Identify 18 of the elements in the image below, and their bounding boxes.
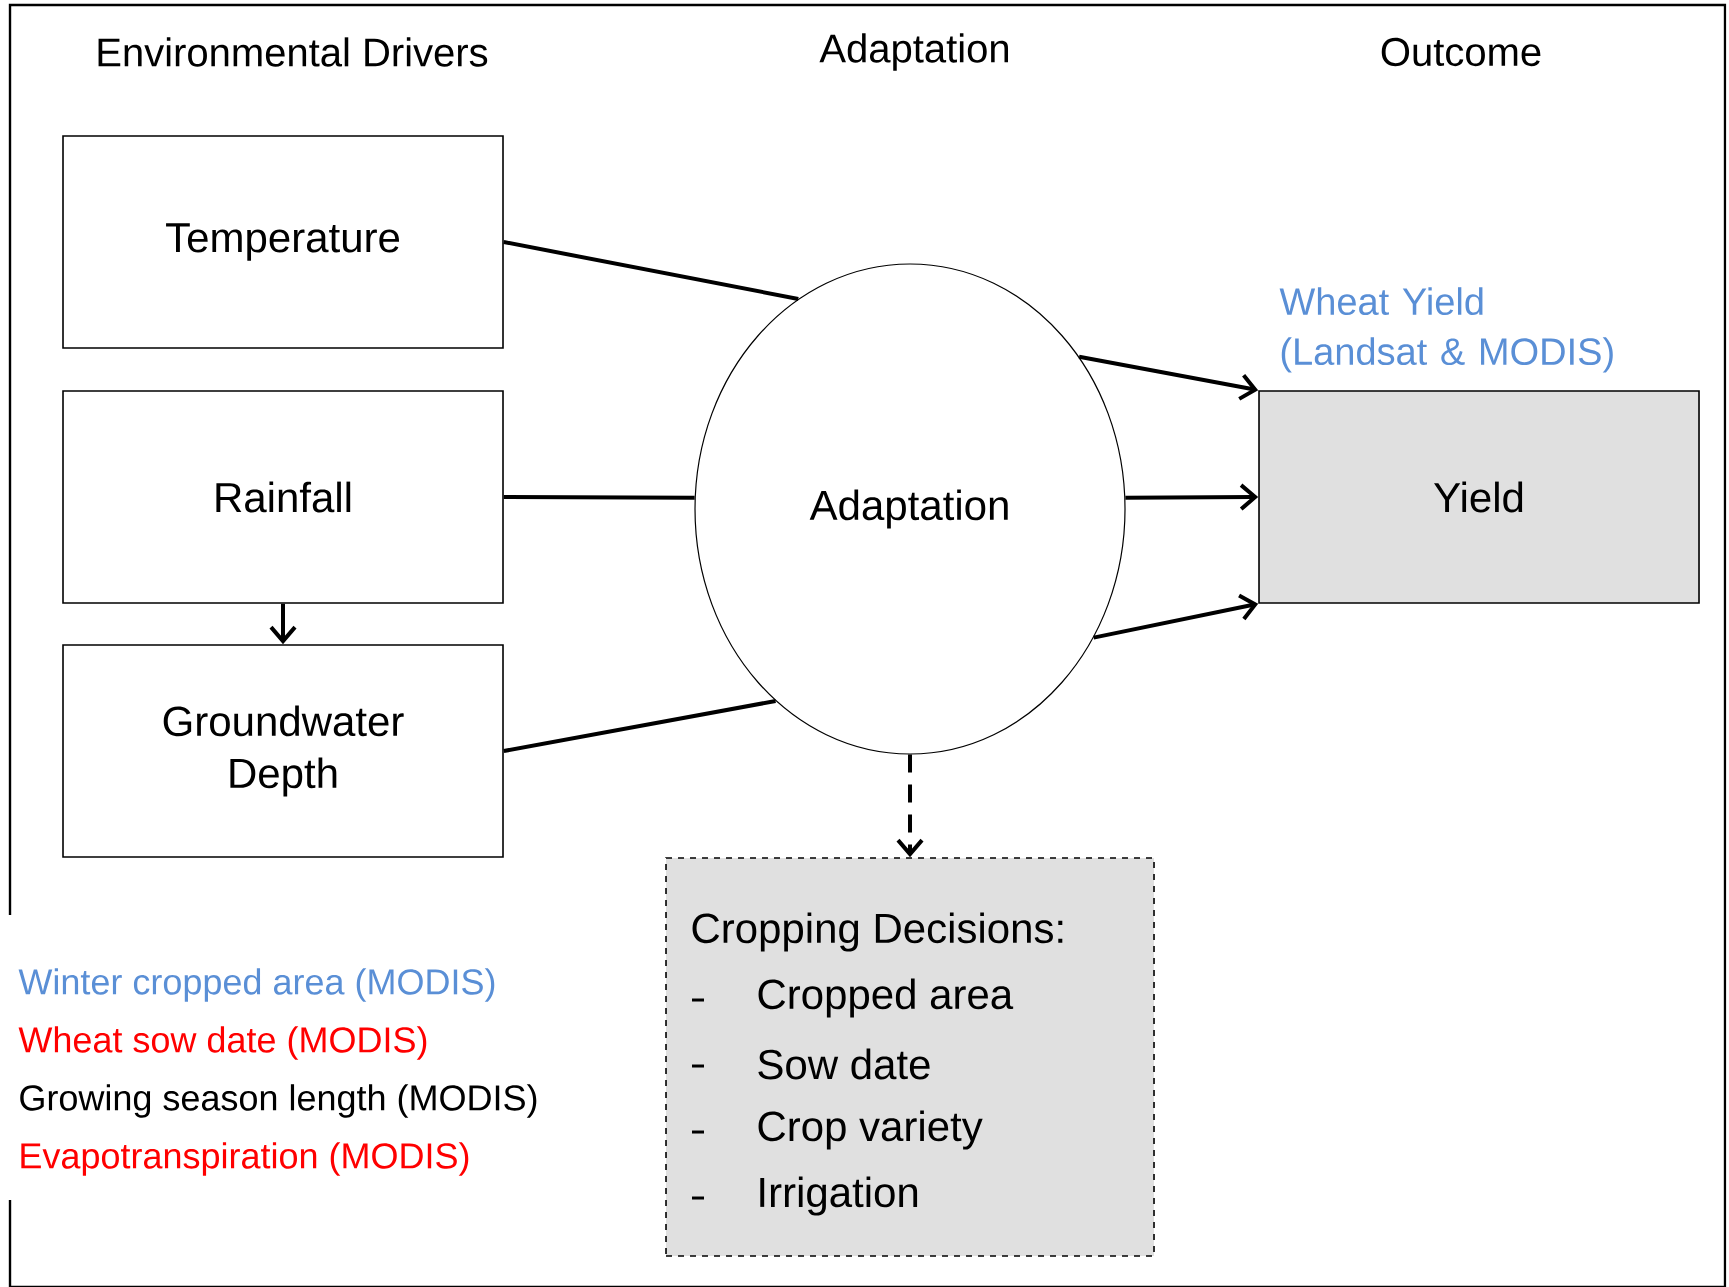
source-note: Wheat Yield (Landsat & MODIS) xyxy=(1279,287,1613,373)
data-source-note: Wheat sow date (MODIS) xyxy=(18,1026,427,1060)
data-source-note: Winter cropped area (MODIS) xyxy=(18,968,495,1002)
arrow xyxy=(1078,354,1259,401)
column-heading: Outcome xyxy=(1381,37,1541,67)
process-box: Rainfall xyxy=(62,390,504,604)
data-source-note: Evapotranspiration (MODIS) xyxy=(21,1142,469,1176)
arrow xyxy=(269,603,297,645)
arrow xyxy=(896,754,924,858)
process-box: Yield xyxy=(1258,390,1700,604)
data-source-note: Growing season length (MODIS) xyxy=(20,1084,537,1118)
column-heading: Adaptation xyxy=(819,33,1008,71)
decision-list-box: Cropping Decisions: Cropped area Sow date Crop variety Irrigation xyxy=(665,857,1155,1257)
arrow xyxy=(1125,483,1259,511)
column-heading: Environmental Drivers xyxy=(98,37,488,67)
process-box: Temperature xyxy=(62,135,504,349)
arrow xyxy=(1093,593,1259,640)
process-box: Groundwater Depth xyxy=(62,644,504,858)
